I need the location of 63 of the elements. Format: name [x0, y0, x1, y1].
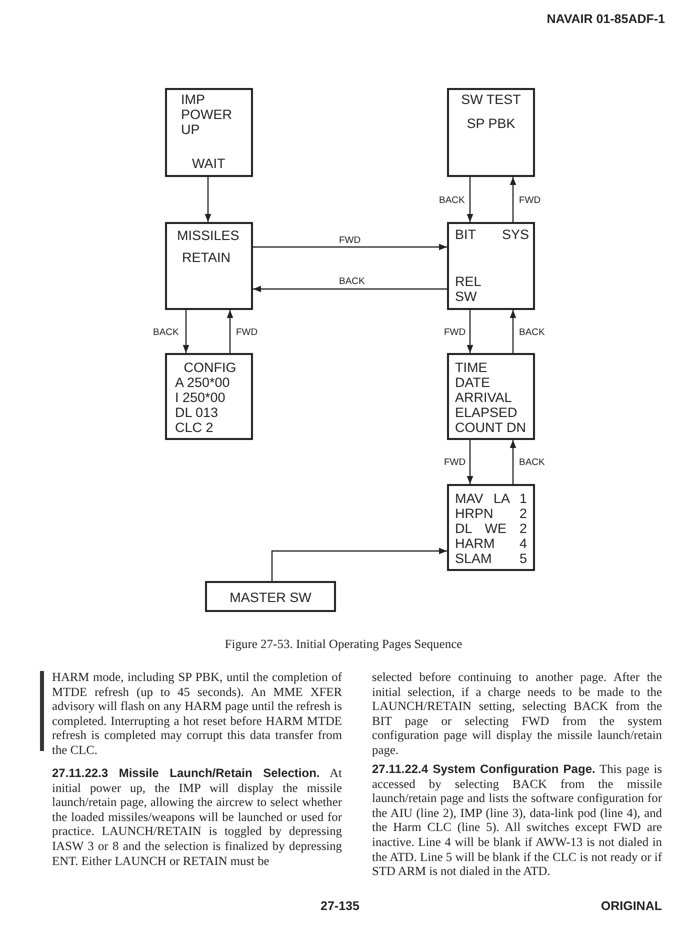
- edge-label: BACK: [338, 276, 366, 287]
- edge-label: FWD: [338, 235, 362, 246]
- display-line: SLAM 5: [455, 551, 527, 566]
- arrow: [466, 440, 474, 484]
- arrow: [253, 244, 447, 250]
- display-line: TIME: [455, 360, 488, 375]
- display-line: MAV LA 1: [455, 491, 527, 506]
- edge-label: FWD: [443, 457, 467, 468]
- display-line: ARRIVAL: [455, 390, 513, 405]
- arrow: [466, 310, 474, 353]
- paragraph: selected before continuing to another page. After the initial selection, if a charge needs to be made to the LAUNCH/RETAIN setting, selecting BACK from the BIT page or selecting FWD from the system configuration page will display the missile launch/retain page.: [372, 670, 662, 758]
- display-line: A 250*00: [175, 375, 231, 390]
- edge-label: FWD: [235, 326, 259, 338]
- display-line: ELAPSED: [455, 405, 518, 420]
- display-line: DL 013: [175, 405, 220, 420]
- display-line: CONFIG: [182, 360, 238, 375]
- display-text: MISSILES: [177, 228, 240, 243]
- paragraph: 27.11.22.3 Missile Launch/Retain Selection. At initial power up, the IMP will display the missile launch/retain page, allowing the aircrew to select whether the loaded missiles/weapons will be launched or used for practice. LAUNCH/RETAIN is toggled by depressing IASW 3 or 8 and the selection is finalized by depressing ENT. Either LAUNCH or RETAIN must be: [52, 766, 342, 868]
- arrow: [466, 177, 474, 222]
- edge-label: FWD: [443, 326, 467, 338]
- display-line: HARM 4: [455, 536, 527, 551]
- page-box: [447, 484, 535, 571]
- edge-label: BACK: [518, 326, 546, 338]
- display-text: SYS: [500, 227, 529, 242]
- edge-label: BACK: [152, 326, 180, 338]
- display-line: DATE: [455, 375, 492, 390]
- display-line: CLC 2: [175, 420, 214, 435]
- page-box: [447, 353, 535, 440]
- arrow: [253, 286, 447, 292]
- edge-label: FWD: [518, 194, 542, 206]
- display-line: DL WE 2: [455, 521, 527, 536]
- display-text: MASTER SW: [228, 590, 312, 605]
- display-text: SP PBK: [466, 116, 516, 131]
- display-line: COUNT DN: [455, 420, 527, 435]
- arrow: [510, 440, 516, 484]
- figure-caption: Figure 27-53. Initial Operating Pages Sequence: [224, 637, 464, 652]
- display-text: RETAIN: [182, 250, 231, 265]
- switch-box: [205, 581, 336, 612]
- edge-label: BACK: [438, 194, 466, 206]
- page-box: [165, 353, 253, 440]
- page-number: 27-135: [320, 899, 360, 913]
- arrow: [182, 310, 190, 353]
- page-status: ORIGINAL: [600, 899, 662, 913]
- display-line: I 250*00: [175, 390, 226, 405]
- display-line: HRPN 2: [455, 506, 527, 521]
- display-text: BIT: [455, 227, 476, 242]
- page-box: [165, 88, 253, 177]
- edge-label: BACK: [518, 457, 546, 468]
- arrow: [510, 177, 516, 222]
- display-text: WAIT: [192, 156, 226, 171]
- display-text: SW TEST: [460, 92, 522, 107]
- arrow: [226, 310, 234, 353]
- arrow: [510, 310, 516, 353]
- arrow: [271, 548, 447, 581]
- paragraph: HARM mode, including SP PBK, until the completion of MTDE refresh (up to 45 seconds). An MME XFER advisory will flash on any HARM page until the refresh is completed. Interrupting a hot reset before HARM MTDE refresh is completed may corrupt this data transfer from the CLC.: [52, 670, 342, 758]
- display-text: IMP POWER UP: [181, 92, 234, 137]
- page-box: [447, 222, 535, 310]
- paragraph: 27.11.22.4 System Configuration Page. This page is accessed by selecting BACK from the missile launch/retain page and lists the software configuration for the AIU (line 2), IMP (line 3), data-link pod (line 4), and the Harm CLC (line 5). All switches except FWD are inactive. Line 4 will be blank if AWW-13 is not dialed in the ATD. Line 5 will be blank if the CLC is not ready or if STD ARM is not dialed in the ATD.: [372, 762, 662, 879]
- display-text: REL SW: [455, 274, 482, 304]
- running-header: NAVAIR 01-85ADF-1: [546, 12, 665, 26]
- page-box: [447, 88, 535, 177]
- arrow: [204, 177, 212, 222]
- page-box: [165, 222, 253, 310]
